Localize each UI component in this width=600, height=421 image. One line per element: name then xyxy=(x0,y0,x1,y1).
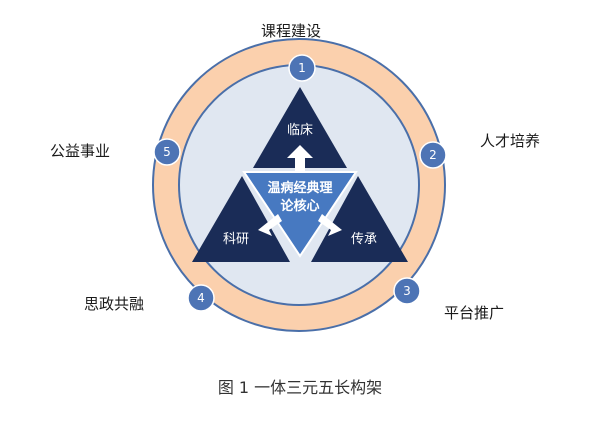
arrow-down-left-icon xyxy=(258,214,282,236)
svg-text:4: 4 xyxy=(197,291,205,305)
svg-text:5: 5 xyxy=(163,145,171,159)
marker-2: 2 xyxy=(419,141,447,169)
label-ideological-integration: 思政共融 xyxy=(84,295,144,313)
triangle-top xyxy=(253,87,347,168)
figure-caption: 图 1 一体三元五长构架 xyxy=(218,378,382,397)
triangle-top-label: 临床 xyxy=(287,123,313,138)
core-label-line1: 温病经典理 xyxy=(267,180,332,196)
marker-3: 3 xyxy=(393,277,421,305)
arrow-down-right-icon xyxy=(318,214,342,236)
marker-4: 4 xyxy=(187,284,215,312)
triangle-left-label: 科研 xyxy=(223,232,249,247)
triangle-right xyxy=(311,176,408,262)
label-platform-promotion: 平台推广 xyxy=(444,304,504,322)
marker-5: 5 xyxy=(153,138,181,166)
triangle-left xyxy=(192,176,290,262)
label-public-welfare: 公益事业 xyxy=(50,142,110,160)
label-course-construction: 课程建设 xyxy=(261,22,321,40)
label-talent-cultivation: 人才培养 xyxy=(480,132,540,150)
svg-text:3: 3 xyxy=(403,284,411,298)
svg-text:1: 1 xyxy=(298,61,306,75)
marker-1: 1 xyxy=(288,54,316,82)
core-label-line2: 论核心 xyxy=(280,198,319,214)
triangle-right-label: 传承 xyxy=(351,232,377,247)
svg-text:2: 2 xyxy=(429,148,437,162)
arrow-up-icon xyxy=(287,145,313,172)
